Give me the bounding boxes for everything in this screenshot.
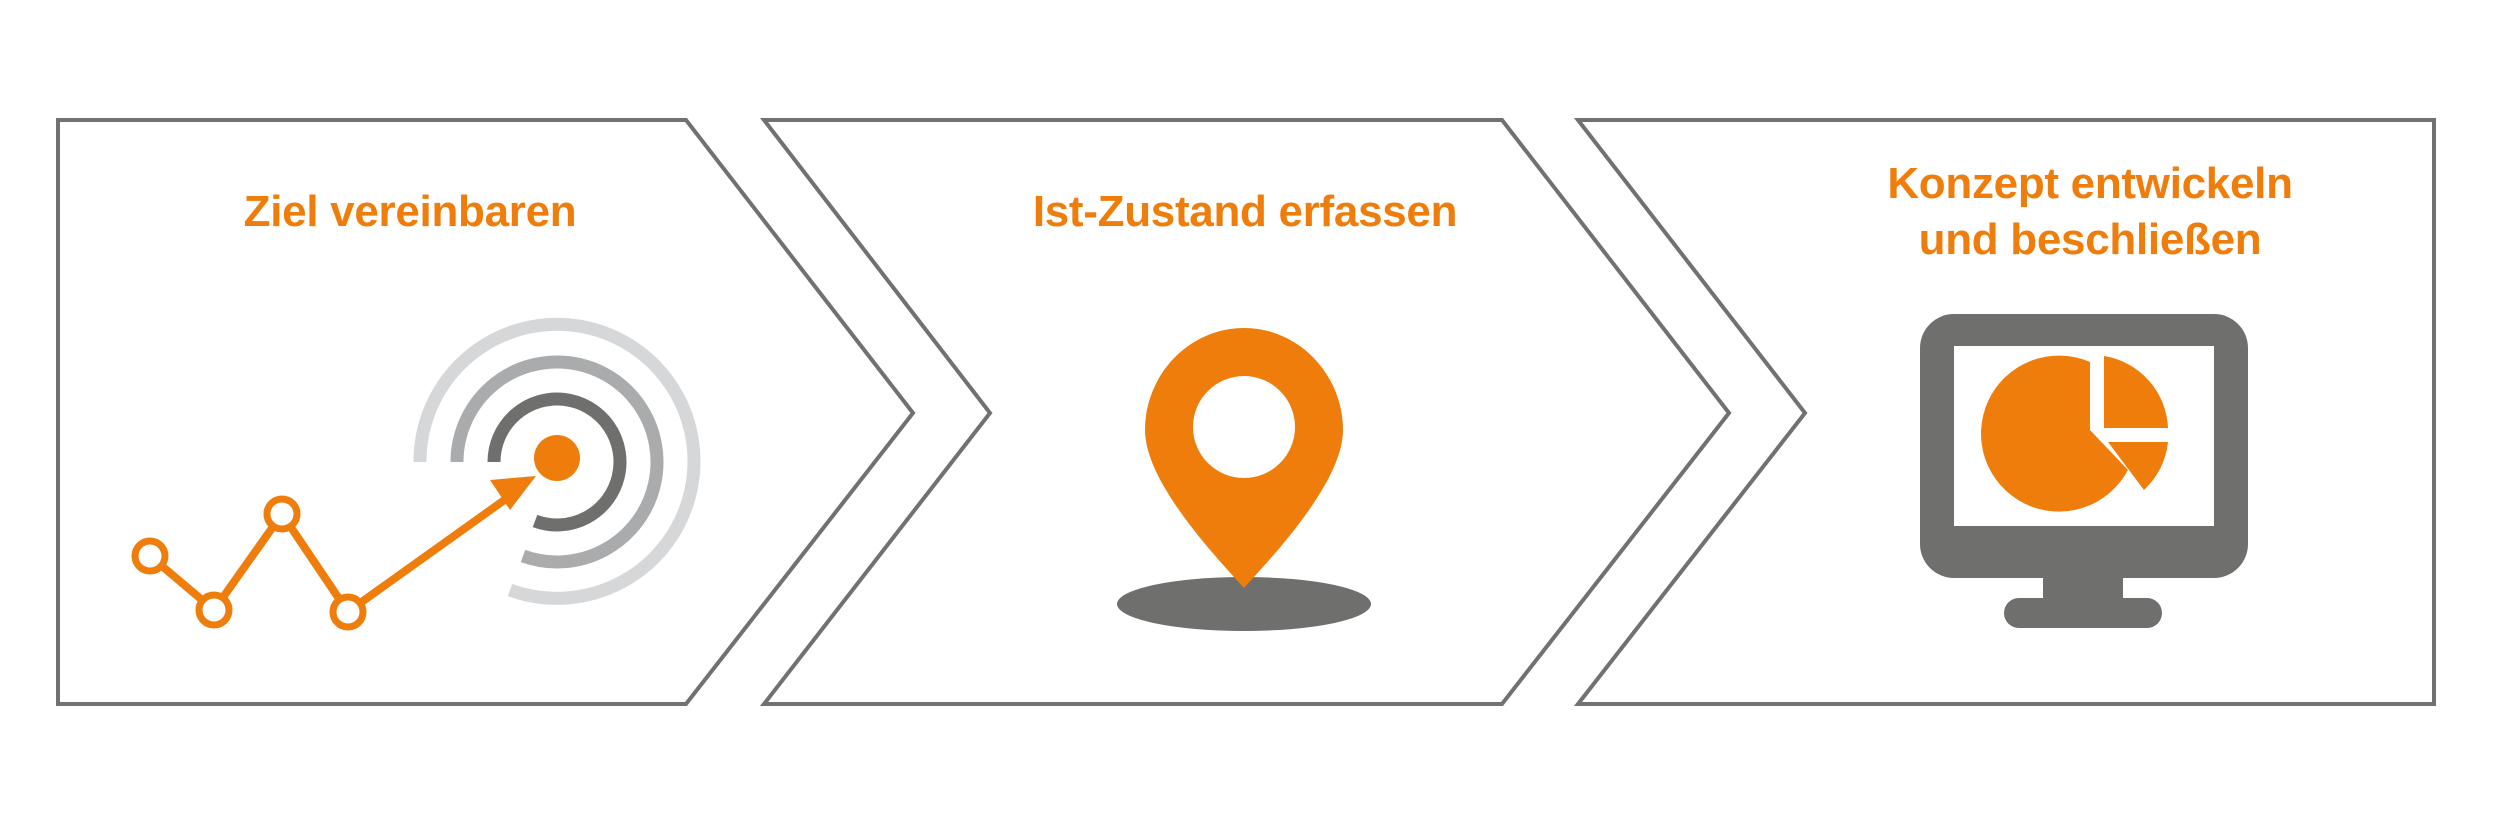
step-1-title-text: Ziel vereinbaren bbox=[243, 187, 577, 236]
monitor-pie-chart-icon bbox=[1920, 314, 2248, 628]
step-2-title: Ist-Zustand erfassen bbox=[895, 184, 1595, 240]
step-3-title-line-2: und beschließen bbox=[1918, 215, 2262, 264]
map-pin-icon bbox=[1117, 328, 1371, 631]
step-1-title: Ziel vereinbaren bbox=[60, 184, 760, 240]
step-2-title-text: Ist-Zustand erfassen bbox=[1032, 187, 1458, 236]
target-with-rising-arrow-icon bbox=[131, 317, 701, 631]
step-3-title-line-1: Konzept entwickeln bbox=[1887, 159, 2293, 208]
step-1-frame bbox=[56, 118, 916, 706]
step-3-title: Konzept entwickeln und beschließen bbox=[1740, 156, 2440, 268]
